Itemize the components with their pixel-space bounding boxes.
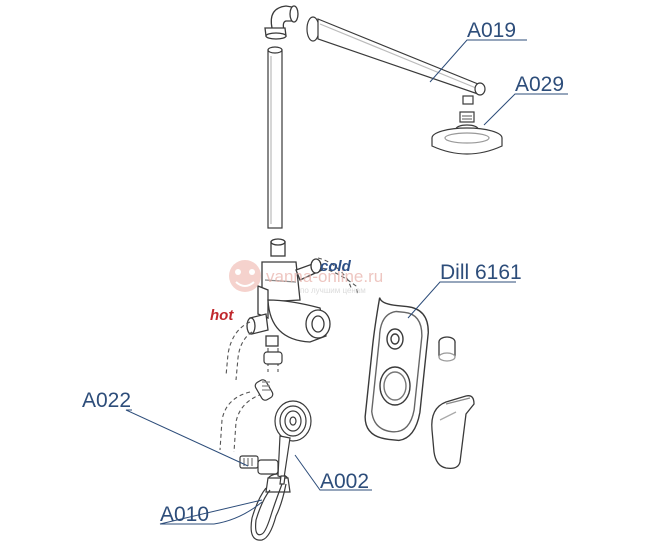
cold-inlet-dashed xyxy=(317,257,359,297)
label-a029: A029 xyxy=(515,73,564,96)
hot-label: hot xyxy=(210,307,234,324)
elbow-fitting xyxy=(264,5,299,40)
cover-plate xyxy=(364,297,429,442)
watermark: vanna-online.ru по лучшим ценам xyxy=(229,260,383,295)
label-a002: A002 xyxy=(320,470,369,493)
hand-shower xyxy=(274,400,312,485)
label-a019: A019 xyxy=(467,19,516,42)
shower-arm xyxy=(306,16,486,105)
watermark-logo-icon xyxy=(229,260,261,292)
hot-inlet-dashed xyxy=(225,321,253,381)
riser-pipe xyxy=(267,46,283,229)
shower-head xyxy=(431,111,503,155)
cartridge-knob xyxy=(438,336,456,362)
mixer-lever xyxy=(431,395,475,470)
label-a022: A022 xyxy=(82,389,131,412)
cold-label: cold xyxy=(320,258,352,275)
watermark-site: vanna-online.ru xyxy=(266,267,383,286)
mixer-valve-body xyxy=(246,238,331,347)
watermark-tagline: по лучшим ценам xyxy=(300,286,366,295)
hose-adapter xyxy=(254,351,283,401)
label-dill-6161: Dill 6161 xyxy=(440,261,522,284)
label-a010: A010 xyxy=(160,503,209,526)
leader-lines xyxy=(125,39,568,525)
